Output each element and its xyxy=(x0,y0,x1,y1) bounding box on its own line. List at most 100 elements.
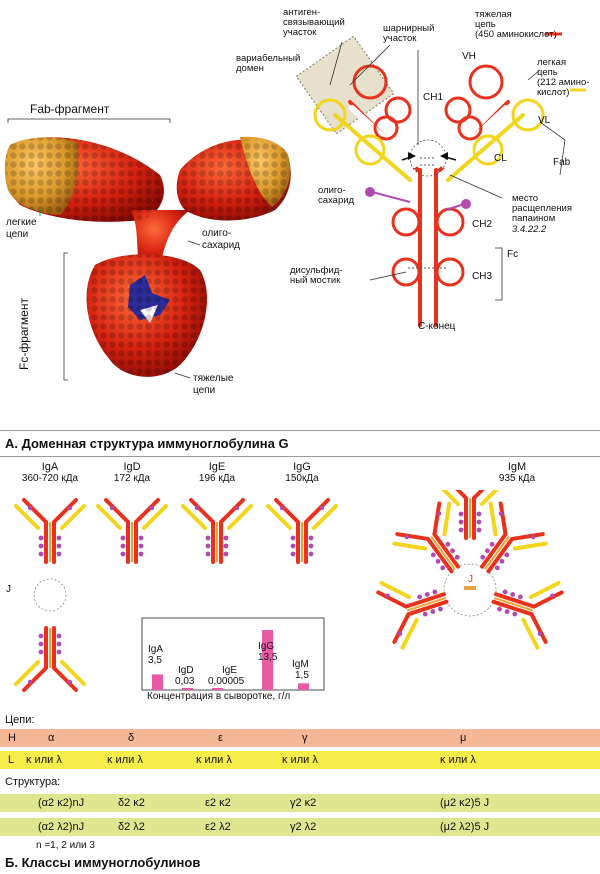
class-iga-mass: 360-720 кДа xyxy=(21,473,79,484)
disulfide-label-2: ный мостик xyxy=(290,275,341,286)
j-chain-label-iga: J xyxy=(6,584,11,595)
variable-domain-label-2: домен xyxy=(236,63,264,74)
cleavage-site-label-3: папаином xyxy=(512,213,556,224)
light-chain-label-4: кислот) xyxy=(537,87,570,98)
struct-lambda-iga: (α2 λ2)nJ xyxy=(38,821,85,833)
hinge-label-2: участок xyxy=(383,33,417,44)
class-igg-name: IgG xyxy=(293,461,311,473)
light-chain-label-3: (212 амино- xyxy=(537,77,590,88)
c-terminus-label: С-конец xyxy=(418,321,456,332)
conc-iga-name: IgA xyxy=(148,644,164,655)
antigen-site-label-2: связывающий xyxy=(283,17,345,28)
heavy-chains-label: тяжелые xyxy=(193,373,234,384)
ch2-label: CH2 xyxy=(472,219,493,230)
conc-igm-value: 1,5 xyxy=(295,670,309,681)
struct-kappa-igm: (μ2 κ2)5 J xyxy=(440,797,490,809)
section-a-rule xyxy=(0,430,600,431)
class-igd-mass: 172 кДа xyxy=(113,473,151,484)
heavy-chain-label-3: (450 аминокислот) xyxy=(475,29,557,40)
cl-label: CL xyxy=(494,153,507,164)
igg-molecule-model xyxy=(4,118,291,381)
oligosaccharide-label: олиго- xyxy=(202,228,232,239)
heavy-chains-label-2: цепи xyxy=(193,385,216,396)
h-row-iga: α xyxy=(48,732,55,744)
struct-lambda-igd: δ2 λ2 xyxy=(118,821,145,833)
conc-bar-ige xyxy=(212,688,223,690)
cleavage-site-label-2: расщепления xyxy=(512,203,572,214)
conc-igg-name: IgG xyxy=(258,641,275,652)
structure-heading: Структура: xyxy=(5,776,61,788)
l-row-igg: κ или λ xyxy=(282,754,318,766)
class-ige-name: IgE xyxy=(208,461,226,473)
n-note: n =1, 2 или 3 xyxy=(36,840,95,851)
section-b-rule xyxy=(0,456,600,457)
class-ige: IgE 196 кДа xyxy=(185,461,249,485)
struct-lambda-ige: ε2 λ2 xyxy=(205,821,231,833)
concentration-caption: Концентрация в сыворотке, г/л xyxy=(147,691,291,702)
variable-domain-label: вариабельный xyxy=(236,53,301,64)
struct-lambda-igm: (μ2 λ2)5 J xyxy=(440,821,490,833)
light-chains-label: легкие xyxy=(6,217,37,228)
conc-bar-igm xyxy=(298,683,309,690)
h-row-ige: ε xyxy=(218,732,223,744)
structure-lambda-band: (α2 λ2)nJ δ2 λ2 ε2 λ2 γ2 λ2 (μ2 λ2)5 J xyxy=(0,818,600,836)
struct-kappa-iga: (α2 κ2)nJ xyxy=(38,797,85,809)
conc-igd-name: IgD xyxy=(178,665,194,676)
conc-bar-igg xyxy=(262,630,273,690)
l-row-igd: κ или λ xyxy=(107,754,143,766)
struct-kappa-igg: γ2 κ2 xyxy=(290,797,317,809)
l-row-igm: κ или λ xyxy=(440,754,476,766)
immunoglobulin-classes-diagram xyxy=(14,490,567,692)
conc-bar-igd xyxy=(182,688,193,690)
conc-iga-value: 3,5 xyxy=(148,655,162,666)
fab-fragment-label: Fab-фрагмент xyxy=(30,102,110,116)
fc-label: Fc xyxy=(507,249,519,260)
fc-fragment-label: Fc-фрагмент xyxy=(17,298,31,370)
h-row-label: H xyxy=(8,732,16,744)
chains-heading: Цепи: xyxy=(5,714,35,726)
vh-label: VH xyxy=(462,51,476,62)
conc-igd-value: 0,03 xyxy=(175,676,195,687)
structure-kappa-band: (α2 κ2)nJ δ2 κ2 ε2 κ2 γ2 κ2 (μ2 κ2)5 J xyxy=(0,794,600,812)
light-chain-label: легкая xyxy=(537,57,567,68)
class-igm-name: IgM xyxy=(507,461,527,473)
class-ige-mass: 196 кДа xyxy=(198,473,236,484)
class-igm: IgM 935 кДа xyxy=(485,461,549,485)
igg-domain-schematic xyxy=(295,32,586,329)
cleavage-site-label: место xyxy=(512,193,539,204)
concentration-bars xyxy=(152,630,309,690)
class-igg-mass: 150кДа xyxy=(285,473,319,484)
struct-kappa-igd: δ2 κ2 xyxy=(118,797,145,809)
oligosaccharide-2-label-2: сахарид xyxy=(318,195,355,206)
class-igg: IgG 150кДа xyxy=(270,461,334,485)
l-row-label: L xyxy=(8,754,15,766)
class-iga: IgA 360-720 кДа xyxy=(18,461,82,485)
conc-igg-value: 13,5 xyxy=(258,652,278,663)
light-chain-band: L κ или λ κ или λ κ или λ κ или λ κ или … xyxy=(0,751,600,769)
oligosaccharide-label-2: сахарид xyxy=(202,240,240,251)
conc-ige-name: IgE xyxy=(222,665,238,676)
heavy-chain-label: тяжелая xyxy=(475,9,512,20)
ch1-label: CH1 xyxy=(423,92,444,103)
hinge-label: шарнирный xyxy=(383,23,435,34)
h-row-igg: γ xyxy=(302,732,308,744)
l-row-iga: κ или λ xyxy=(26,754,62,766)
antigen-site-label: антиген- xyxy=(283,7,321,18)
section-b-title: Б. Классы иммуноглобулинов xyxy=(5,855,201,870)
class-igd: IgD 172 кДа xyxy=(100,461,164,485)
fab-label: Fab xyxy=(553,157,571,168)
heavy-chain-label-2: цепь xyxy=(475,19,496,30)
section-a-title: А. Доменная структура иммуноглобулина G xyxy=(5,436,289,451)
struct-kappa-ige: ε2 κ2 xyxy=(205,797,231,809)
disulfide-label: дисульфид- xyxy=(290,265,343,276)
class-igd-name: IgD xyxy=(123,461,141,473)
h-row-igm: μ xyxy=(460,732,467,744)
l-row-ige: κ или λ xyxy=(196,754,232,766)
cleavage-enzyme-label: 3.4.22.2 xyxy=(512,224,547,235)
h-row-igd: δ xyxy=(128,732,135,744)
conc-ige-value: 0,00005 xyxy=(208,676,245,687)
class-igm-mass: 935 кДа xyxy=(498,473,536,484)
antigen-site-label-3: участок xyxy=(283,27,317,38)
oligosaccharide-2-label: олиго- xyxy=(318,185,346,196)
class-iga-name: IgA xyxy=(41,461,59,473)
